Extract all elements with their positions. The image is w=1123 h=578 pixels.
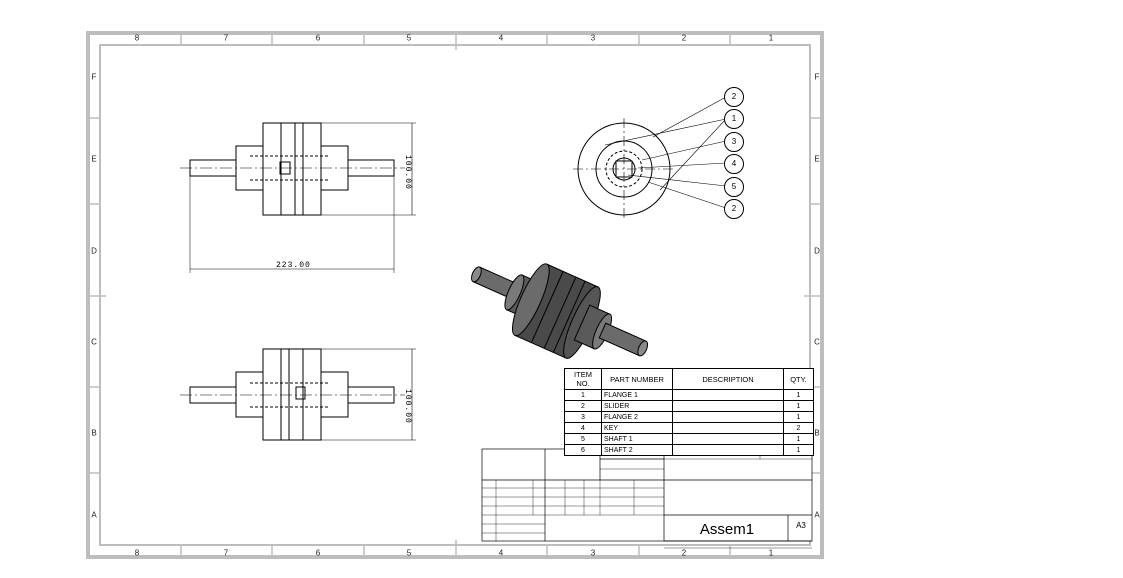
bom-qty: 2 [783,422,814,434]
zone-row-D-right: D [814,246,820,256]
bom-qty: 1 [783,433,814,445]
bom-description [672,411,784,423]
table-row: 1 FLANGE 1 1 [564,389,814,401]
bom-item-no: 3 [564,411,602,423]
bom-description [672,433,784,445]
zone-ticks [88,33,822,557]
zone-col-2-bottom: 2 [681,548,687,558]
zone-col-3-top: 3 [590,33,596,43]
bom-qty: 1 [783,400,814,412]
zone-col-5-top: 5 [406,33,412,43]
drawing-title: Assem1 [699,521,755,538]
bom-description [672,444,784,456]
balloon-item: 1 [724,109,744,129]
zone-row-E-right: E [814,154,820,164]
zone-row-B-left: B [91,428,97,438]
zone-col-7-bottom: 7 [223,548,229,558]
balloon-item: 5 [724,177,744,197]
zone-row-E-left: E [91,154,97,164]
bom-part-number: SLIDER [601,400,673,412]
isometric-view [471,263,649,359]
bom-part-number: KEY [601,422,673,434]
bom-header-row: ITEM NO. PART NUMBER DESCRIPTION QTY. [564,368,814,390]
table-row: 3 FLANGE 2 1 [564,411,814,423]
balloon-item: 3 [724,132,744,152]
table-row: 4 KEY 2 [564,422,814,434]
zone-col-5-bottom: 5 [406,548,412,558]
bill-of-materials-table: ITEM NO. PART NUMBER DESCRIPTION QTY. 1 … [564,368,814,456]
bom-qty: 1 [783,411,814,423]
zone-row-C-left: C [91,337,97,347]
zone-col-8-bottom: 8 [134,548,140,558]
zone-col-6-top: 6 [315,33,321,43]
balloon-item: 4 [724,154,744,174]
bom-part-number: SHAFT 1 [601,433,673,445]
bom-item-no: 5 [564,433,602,445]
bom-part-number: FLANGE 1 [601,389,673,401]
zone-row-F-right: F [814,72,820,82]
bom-description [672,422,784,434]
bom-part-number: SHAFT 2 [601,444,673,456]
bom-part-number: FLANGE 2 [601,411,673,423]
bom-qty: 1 [783,444,814,456]
bom-description [672,400,784,412]
bom-header-part: PART NUMBER [601,368,673,390]
zone-col-1-top: 1 [768,33,774,43]
zone-col-3-bottom: 3 [590,548,596,558]
bom-header-item: ITEM NO. [564,368,602,390]
zone-col-2-top: 2 [681,33,687,43]
zone-row-D-left: D [91,246,97,256]
zone-col-1-bottom: 1 [768,548,774,558]
table-row: 5 SHAFT 1 1 [564,433,814,445]
zone-col-7-top: 7 [223,33,229,43]
dimension-top-width: 223.00 [276,261,311,270]
sheet-outer-border [86,31,824,559]
bom-header-description: DESCRIPTION [672,368,784,390]
zone-row-B-right: B [814,428,820,438]
table-row: 2 SLIDER 1 [564,400,814,412]
zone-row-C-right: C [814,337,820,347]
front-view-bottom [180,348,416,441]
zone-col-8-top: 8 [134,33,140,43]
bom-item-no: 6 [564,444,602,456]
sheet-inner-border [99,44,811,546]
sheet-size: A3 [796,521,806,530]
bom-header-qty: QTY. [783,368,814,390]
dimension-top-height: 100.00 [403,155,412,190]
zone-row-A-left: A [91,510,97,520]
dimension-bottom-height: 100.00 [403,389,412,424]
bom-item-no: 2 [564,400,602,412]
zone-col-4-bottom: 4 [498,548,504,558]
table-row: 6 SHAFT 2 1 [564,444,814,456]
balloon-item: 2 [724,87,744,107]
bom-item-no: 1 [564,389,602,401]
zone-col-6-bottom: 6 [315,548,321,558]
side-view [573,96,727,220]
front-view-top [180,122,416,273]
bom-qty: 1 [783,389,814,401]
bom-item-no: 4 [564,422,602,434]
zone-col-4-top: 4 [498,33,504,43]
zone-row-F-left: F [91,72,97,82]
title-block [481,448,813,549]
balloon-item: 2 [724,199,744,219]
bom-description [672,389,784,401]
zone-row-A-right: A [814,510,820,520]
